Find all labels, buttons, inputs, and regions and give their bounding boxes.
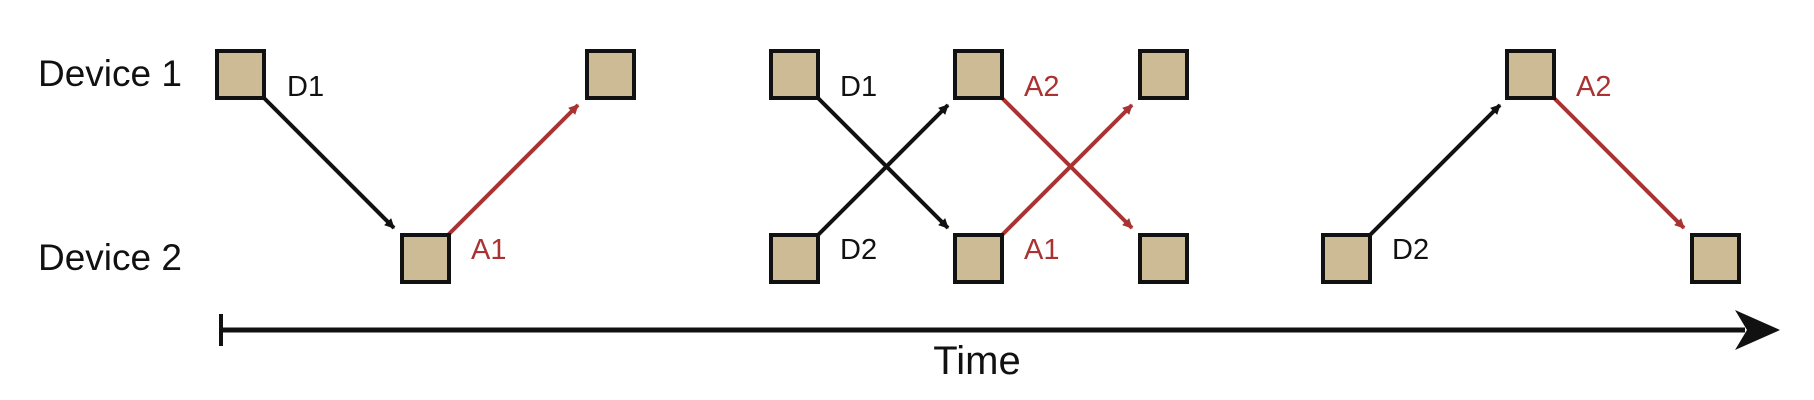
time-axis: Time [219, 310, 1780, 383]
label-a2: A2 [1576, 71, 1611, 103]
arrow-a2 [1552, 96, 1686, 230]
node-device-1-receive [1505, 49, 1556, 100]
scenario-2: D1 D2 A2 A1 [769, 49, 1189, 284]
arrow-d2 [816, 103, 950, 237]
scenario-1: D1 A1 [215, 49, 636, 284]
device-2-label: Device 2 [38, 237, 182, 278]
arrow-d1 [816, 96, 950, 230]
time-axis-label: Time [933, 339, 1020, 383]
arrow-a1 [1000, 103, 1134, 237]
node-device-2-send [769, 233, 820, 284]
time-axis-arrowhead-icon [1735, 310, 1780, 350]
arrow-d1 [262, 96, 396, 230]
node-device-2-send [1321, 233, 1372, 284]
label-d1: D1 [287, 71, 324, 103]
label-a2: A2 [1024, 71, 1059, 103]
device-1-label: Device 1 [38, 53, 182, 94]
scenario-3: D2 A2 [1321, 49, 1741, 284]
node-device-1-receive [953, 49, 1004, 100]
label-d2: D2 [840, 234, 877, 266]
label-a1: A1 [1024, 234, 1059, 266]
label-a1: A1 [471, 234, 506, 266]
label-d1: D1 [840, 71, 877, 103]
node-device-2-ack-receive [1690, 233, 1741, 284]
arrow-a2 [1000, 96, 1134, 230]
arrow-a1 [446, 103, 580, 237]
node-device-2-ack-receive [1138, 233, 1189, 284]
node-device-2-receive [400, 233, 451, 284]
label-d2: D2 [1392, 234, 1429, 266]
node-device-1-ack-receive [585, 49, 636, 100]
arrow-d2 [1368, 103, 1502, 237]
node-device-1-send [215, 49, 266, 100]
node-device-1-ack-receive [1138, 49, 1189, 100]
node-device-2-receive [953, 233, 1004, 284]
node-device-1-send [769, 49, 820, 100]
